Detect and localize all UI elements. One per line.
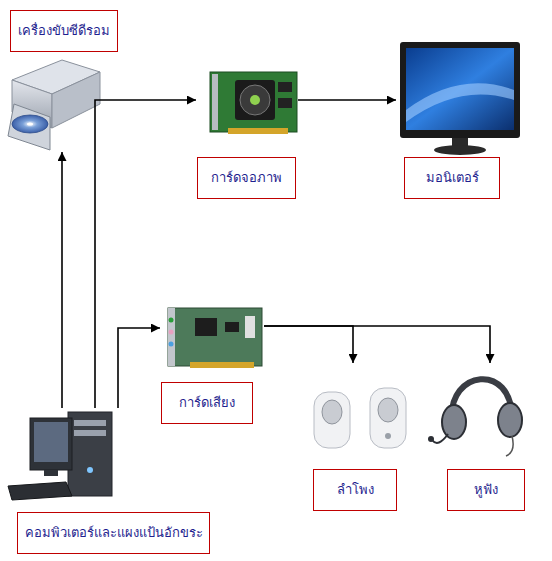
arrow-connector (264, 326, 490, 363)
component-label: การ์ดเสียง (161, 382, 253, 424)
monitor-picture (400, 42, 520, 155)
component-node: การ์ดจอภาพ (196, 68, 298, 200)
cdrom-drive-picture (8, 60, 100, 150)
computer-picture (8, 412, 112, 500)
component-node: มอนิเตอร์ (396, 38, 522, 200)
component-node: ลำโพง (310, 363, 408, 512)
video-card-picture (210, 72, 297, 134)
component-node: หูฟัง (428, 363, 527, 512)
speakers-picture (314, 388, 406, 448)
arrow-connector (95, 100, 196, 408)
sound-card-picture (168, 308, 262, 368)
component-node: คอมพิวเตอร์และแผงแป้นอักขระ (4, 408, 212, 556)
arrow-connector (118, 328, 160, 408)
component-label: คอมพิวเตอร์และแผงแป้นอักขระ (17, 512, 210, 554)
component-node: เครื่องขับซีดีรอม (8, 8, 120, 152)
arrow-connector (298, 99, 396, 101)
component-label: เครื่องขับซีดีรอม (10, 10, 118, 52)
component-label: มอนิเตอร์ (404, 157, 500, 199)
component-node: การ์ดเสียง (160, 303, 264, 425)
arrow-connector (61, 152, 63, 408)
component-label: ลำโพง (313, 469, 397, 511)
arrow-connector (264, 326, 353, 363)
component-label: หูฟัง (447, 469, 525, 511)
component-label: การ์ดจอภาพ (197, 157, 296, 199)
headphones-picture (428, 379, 522, 456)
